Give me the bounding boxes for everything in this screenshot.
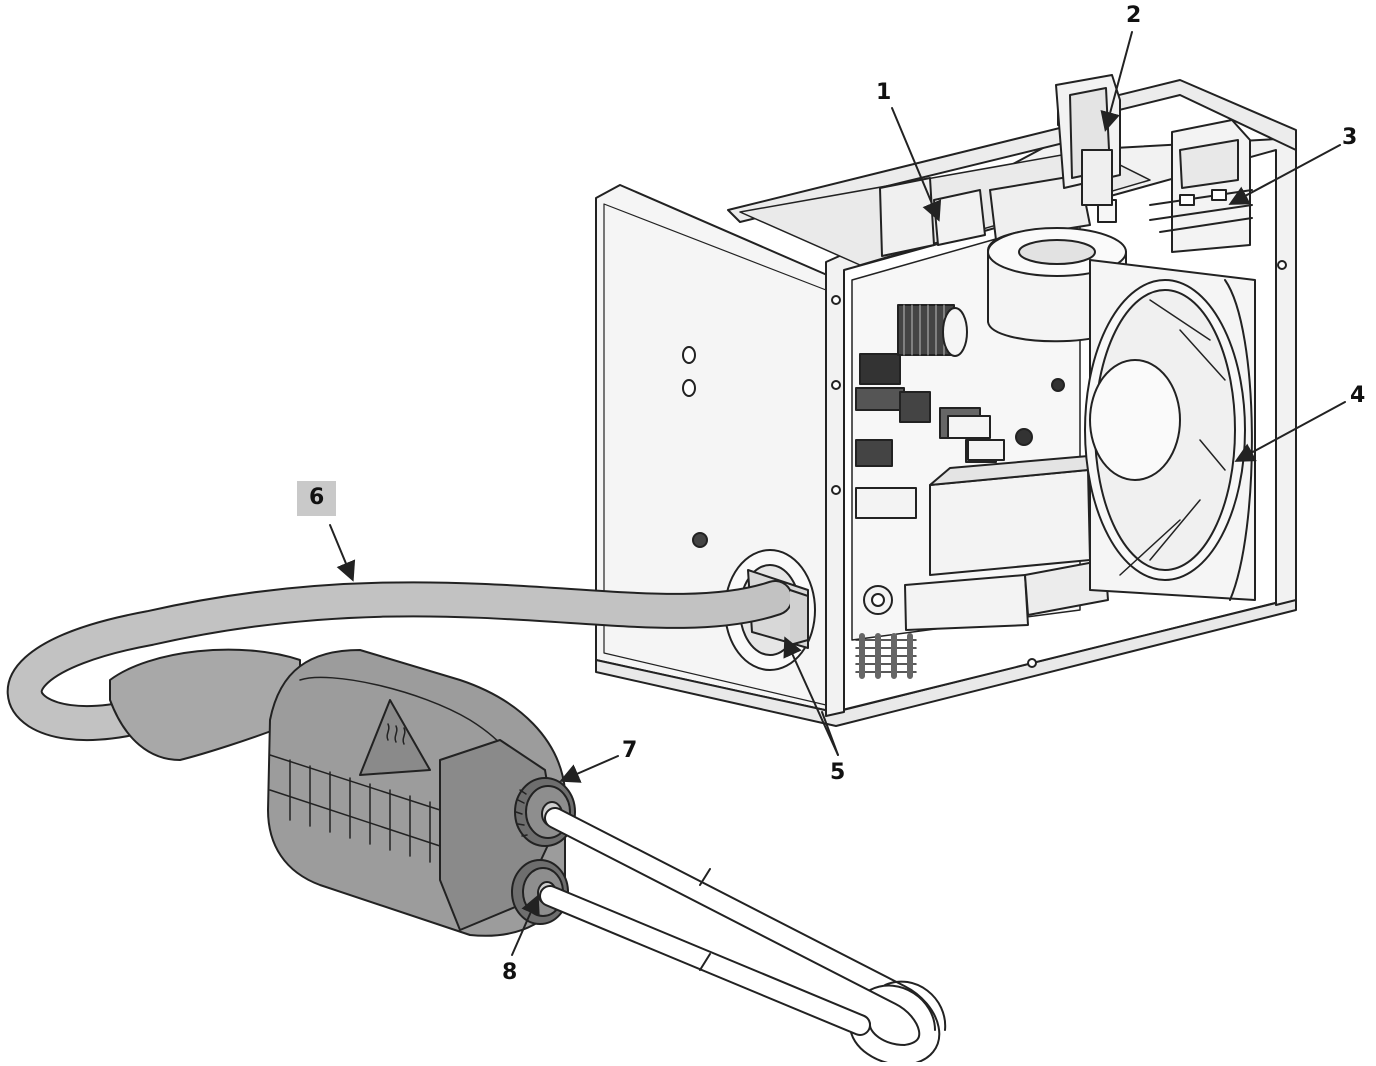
callout-2: 2 xyxy=(1126,3,1142,28)
circuit-board xyxy=(739,149,1151,679)
callout-1: 1 xyxy=(876,80,892,105)
callout-6: 6 xyxy=(297,481,337,516)
relay xyxy=(879,177,986,257)
callout-7: 7 xyxy=(622,738,638,763)
cooling-fan xyxy=(1084,259,1256,601)
handpiece xyxy=(109,648,576,937)
handpiece-cable xyxy=(6,580,809,742)
leader-lines xyxy=(329,31,1346,956)
transformer-block xyxy=(904,454,1109,631)
top-connector xyxy=(1055,74,1121,223)
inductor xyxy=(897,304,968,357)
induction-coil xyxy=(539,807,947,1066)
callout-4: 4 xyxy=(1350,383,1366,408)
ribbed-grip xyxy=(269,754,441,863)
spring-terminals xyxy=(855,633,917,679)
callout-8: 8 xyxy=(502,960,518,985)
power-terminal xyxy=(1149,119,1253,253)
callout-3: 3 xyxy=(1342,125,1358,150)
front-frame xyxy=(825,137,1297,717)
callout-5: 5 xyxy=(830,760,846,785)
heat-warning-icon xyxy=(359,699,431,776)
